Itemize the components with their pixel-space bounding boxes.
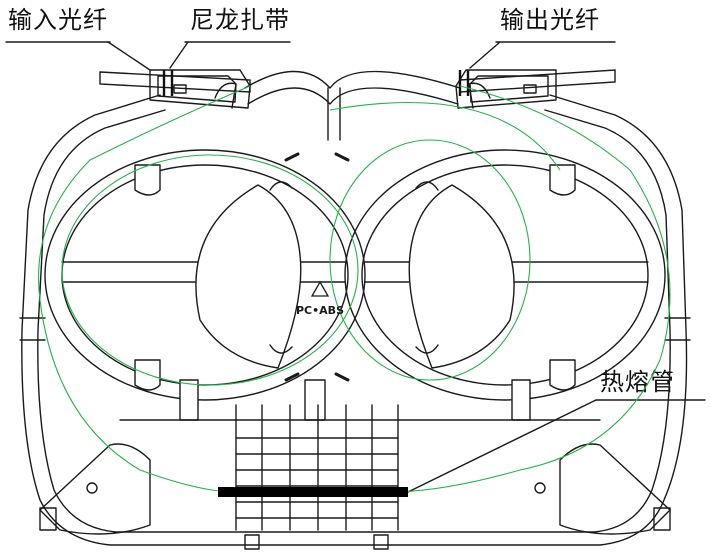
heat-shrink-tube-leader (407, 399, 597, 493)
routed-fiber-coil-left (61, 154, 359, 386)
latch-bottom-left (244, 534, 260, 550)
bottom-post-left (179, 379, 199, 421)
bottom-post-center (304, 379, 326, 421)
tray-outer-wall (21, 94, 688, 546)
input-fiber-cable (99, 71, 251, 93)
right-lens-boss (408, 184, 515, 369)
splice-holder-comb (235, 404, 399, 531)
corner-support-left (39, 443, 151, 535)
edge-notch-right (653, 507, 671, 531)
input-fiber-label: 输入光纤 (8, 6, 108, 34)
clip-right-bottom (549, 359, 576, 391)
clip-center-top-left (269, 181, 293, 191)
top-tab-right (468, 82, 491, 109)
nylon-tie-leader (169, 41, 189, 69)
clip-right-top (549, 164, 576, 196)
top-bridge-outer (244, 70, 461, 89)
entry-block-right (455, 69, 557, 109)
output-fiber-cable (459, 69, 616, 93)
entry-block-left-inner (157, 75, 237, 103)
top-bridge-inner (247, 87, 459, 105)
slot-upper-left (284, 152, 300, 162)
top-tab-left (214, 82, 237, 109)
material-mark-text: PC•ABS (296, 304, 344, 317)
slot-upper-right (334, 152, 350, 162)
clip-left-bottom (134, 359, 161, 391)
clip-center-bottom-right (415, 344, 439, 354)
input-fiber-leader (107, 41, 151, 71)
heat-shrink-tube (218, 487, 408, 497)
clip-center-bottom-left (269, 344, 293, 354)
entry-slot-right (523, 84, 537, 94)
corner-hole-right (534, 482, 546, 494)
bottom-post-right (511, 379, 531, 421)
nylon-tie-label: 尼龙扎带 (190, 6, 290, 34)
recycle-mark (310, 280, 330, 297)
corner-hole-left (86, 482, 98, 494)
right-guide-ring-inner (361, 164, 649, 386)
left-lens-boss (195, 184, 302, 369)
entry-block-left (149, 69, 251, 109)
tray-inner-wall (37, 109, 671, 533)
clip-left-top (134, 164, 161, 196)
slot-lower-right (334, 372, 350, 382)
right-guide-ring-outer (344, 149, 666, 401)
slot-lower-left (284, 372, 300, 382)
edge-notch-left (39, 507, 57, 531)
routed-fiber-loop-left (38, 85, 251, 493)
output-fiber-leader (469, 41, 501, 69)
latch-bottom-right (373, 534, 389, 550)
output-fiber-label: 输出光纤 (500, 6, 600, 34)
clip-center-top-right (415, 181, 439, 191)
routed-fiber-coil-right (329, 139, 531, 381)
heat-shrink-tube-label: 热熔管 (600, 368, 675, 396)
left-guide-ring-outer (44, 149, 366, 401)
routed-fiber-loop-right (397, 85, 671, 493)
routed-fiber-cross (329, 101, 561, 171)
